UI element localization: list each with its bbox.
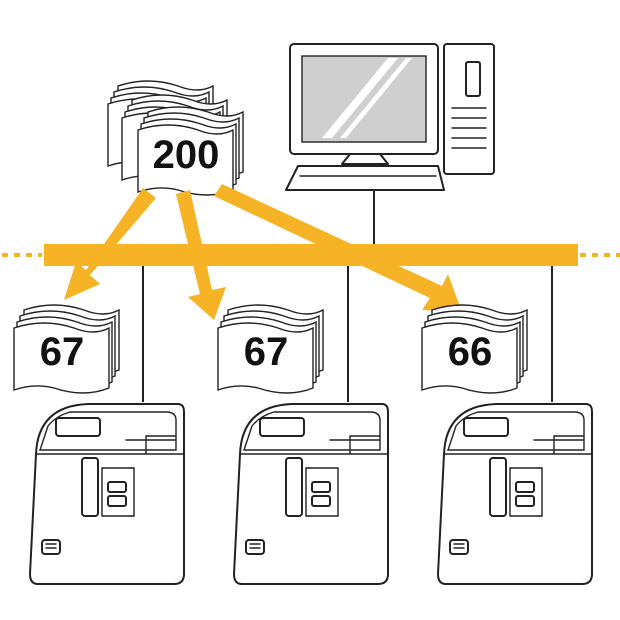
desktop-computer-icon xyxy=(285,43,495,191)
printer-1-job: 67 xyxy=(13,304,120,394)
printer-1-job-count: 67 xyxy=(40,330,85,374)
source-job-count: 200 xyxy=(153,133,220,177)
distribution-arrows xyxy=(64,184,462,320)
printer-1 xyxy=(29,403,185,585)
network-bus xyxy=(2,244,620,266)
arrow-to-printer-3 xyxy=(214,184,462,312)
network-connectors xyxy=(142,190,553,402)
printer-2 xyxy=(233,403,389,585)
label-printer-icon xyxy=(437,403,593,585)
printer-3-job-count: 66 xyxy=(448,330,493,374)
printer-3 xyxy=(437,403,593,585)
arrow-to-printer-2 xyxy=(176,190,226,320)
printer-2-job-count: 67 xyxy=(244,330,289,374)
label-printer-icon xyxy=(29,403,185,585)
source-paper-stack: 200 xyxy=(107,80,244,196)
printer-2-job: 67 xyxy=(217,304,324,394)
arrow-to-printer-1 xyxy=(64,188,156,300)
label-printer-icon xyxy=(233,403,389,585)
printer-3-job: 66 xyxy=(421,304,528,394)
network-bar xyxy=(44,244,578,266)
